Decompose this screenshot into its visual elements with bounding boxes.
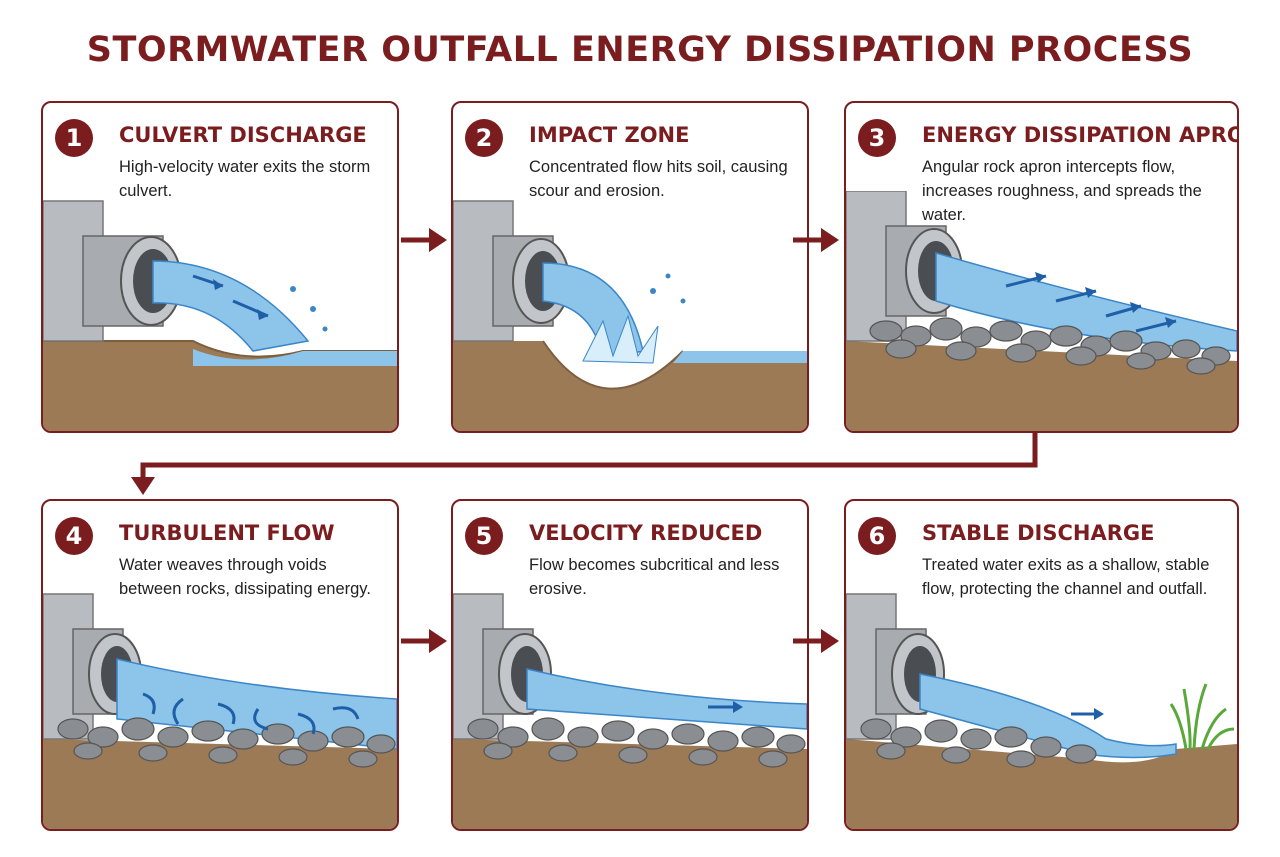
step-number-badge: 1: [55, 119, 93, 157]
step-number-badge: 2: [465, 119, 503, 157]
step-title: IMPACT ZONE: [529, 123, 690, 147]
impact-zone-illustration: [453, 200, 807, 431]
step-5-panel: 5 VELOCITY REDUCED Flow becomes subcriti…: [451, 499, 809, 831]
step-description: Treated water exits as a shallow, stable…: [922, 556, 1210, 598]
soil: [846, 739, 1237, 829]
soil: [43, 739, 397, 829]
step-1-panel: 1 CULVERT DISCHARGE High-velocity water …: [41, 101, 399, 433]
water-sheet: [919, 673, 1177, 759]
swirl-arrows: [142, 692, 360, 735]
water-jet: [152, 260, 310, 352]
step-title: CULVERT DISCHARGE: [119, 123, 367, 147]
dissipation-apron-illustration: [846, 191, 1237, 431]
step-description: Concentrated flow hits soil, causing sco…: [529, 158, 788, 200]
splash: [582, 314, 659, 364]
step-3-panel: 3 ENERGY DISSIPATION APRON Angular rock …: [844, 101, 1239, 433]
page-title: STORMWATER OUTFALL ENERGY DISSIPATION PR…: [86, 30, 1194, 70]
step-description: Water weaves through voids between rocks…: [119, 556, 371, 598]
step-2-panel: 2 IMPACT ZONE Concentrated flow hits soi…: [451, 101, 809, 433]
grass-icon: [1169, 683, 1235, 750]
soil: [453, 739, 807, 829]
rock-apron: [869, 317, 1231, 375]
step-description: Flow becomes subcritical and less erosiv…: [529, 556, 780, 598]
velocity-reduced-illustration: [453, 593, 807, 829]
connector-arrow-2-3: [793, 228, 839, 252]
water-sheet: [526, 668, 807, 730]
rock-apron: [467, 717, 806, 768]
step-title: STABLE DISCHARGE: [922, 521, 1155, 545]
headwall: [43, 593, 94, 740]
step-title: VELOCITY REDUCED: [529, 521, 763, 545]
step-title: TURBULENT FLOW: [119, 521, 335, 545]
step-6-panel: 6 STABLE DISCHARGE Treated water exits a…: [844, 499, 1239, 831]
step-number-badge: 5: [465, 517, 503, 555]
turbulent-flow-illustration: [43, 593, 397, 829]
soil: [453, 341, 807, 431]
connector-arrow-1-2: [401, 228, 447, 252]
pool-water: [193, 349, 397, 366]
rock-apron: [860, 718, 1097, 768]
water-sheet: [116, 658, 397, 750]
step-4-panel: 4 TURBULENT FLOW Water weaves through vo…: [41, 499, 399, 831]
step-number-badge: 6: [858, 517, 896, 555]
connector-arrow-4-5: [401, 629, 447, 653]
step-title: ENERGY DISSIPATION APRON: [922, 123, 1239, 147]
connector-arrow-5-6: [793, 629, 839, 653]
step-description: High-velocity water exits the storm culv…: [119, 158, 371, 200]
pool-water: [673, 351, 807, 363]
water-sheet: [935, 251, 1237, 352]
step-number-badge: 3: [858, 119, 896, 157]
headwall: [846, 593, 897, 740]
step-number-badge: 4: [55, 517, 93, 555]
step-description: Angular rock apron intercepts flow, incr…: [922, 158, 1202, 224]
scour-hole: [542, 340, 684, 390]
connector-arrow-3-4: [131, 433, 1038, 495]
soil-top: [43, 340, 397, 358]
culvert-discharge-illustration: [43, 200, 397, 431]
stable-discharge-illustration: [846, 593, 1237, 829]
rock-apron: [57, 717, 396, 768]
